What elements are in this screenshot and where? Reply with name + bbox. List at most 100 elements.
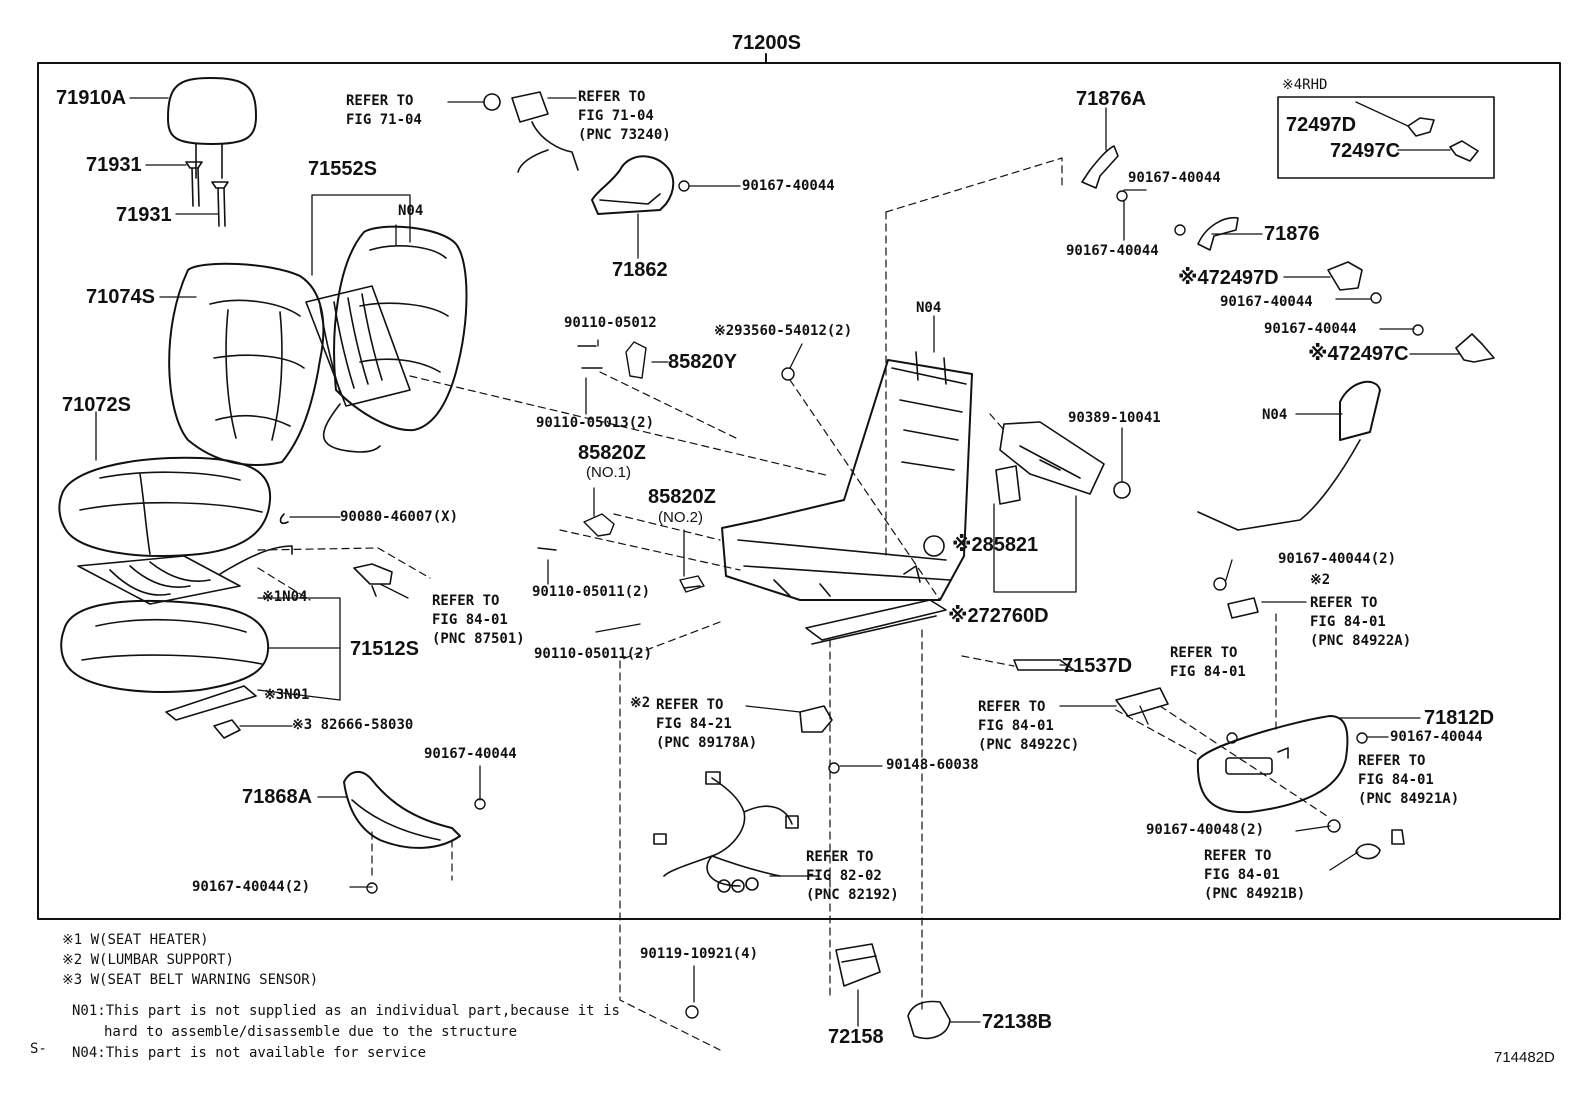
part-71812d[interactable]: 71812D: [1424, 707, 1495, 729]
part-90167-40044-f[interactable]: 90167-40044: [1220, 294, 1313, 310]
part-72497d-rhd[interactable]: 72497D: [1286, 114, 1357, 136]
part-90167-40044-g[interactable]: 90167-40044: [1264, 321, 1357, 337]
part-71512s[interactable]: 71512S: [350, 638, 419, 660]
part-71931-b[interactable]: 71931: [116, 204, 172, 226]
diagram-code: 714482D: [1494, 1049, 1555, 1066]
refer-fig-84-01-87501[interactable]: REFER TO FIG 84-01 (PNC 87501): [432, 593, 525, 647]
mark-2-b: ※2: [630, 695, 651, 711]
refer-fig-84-21[interactable]: REFER TO FIG 84-21 (PNC 89178A): [656, 697, 758, 751]
dashed-guides: [257, 157, 1331, 1051]
leader-lines: [95, 97, 1461, 1027]
part-90167-40044-d[interactable]: 90167-40044: [1128, 170, 1221, 186]
part-90110-05012[interactable]: 90110-05012: [564, 315, 657, 331]
refer-fig-84-01-84921b[interactable]: REFER TO FIG 84-01 (PNC 84921B): [1204, 848, 1306, 902]
part-90167-40044-e[interactable]: 90167-40044: [1066, 243, 1159, 259]
refer-fig-71-04-b[interactable]: REFER TO FIG 71-04 (PNC 73240): [578, 89, 671, 143]
belt-buckle-drawing: [511, 91, 579, 173]
part-72158[interactable]: 72158: [828, 1026, 884, 1048]
footnote-n01-cont: hard to assemble/disassemble due to the …: [104, 1024, 518, 1040]
part-85820z-no1[interactable]: 85820Z: [578, 442, 646, 464]
recliner-cover-71862-drawing: [591, 155, 675, 215]
note-n04-frame: N04: [916, 300, 942, 316]
belt-sensor-drawing: [165, 685, 257, 739]
knob-drawing: [1355, 829, 1405, 860]
part-72760d[interactable]: ※272760D: [948, 605, 1049, 627]
refer-fig-84-01-84922c[interactable]: REFER TO FIG 84-01 (PNC 84922C): [978, 699, 1080, 753]
refer-fig-71-04-a[interactable]: REFER TO FIG 71-04: [346, 93, 422, 128]
headrest-drawing: [167, 77, 257, 179]
part-72138b[interactable]: 72138B: [982, 1011, 1053, 1033]
grommet-90389-drawing: [1113, 481, 1131, 499]
part-90167-40044-c[interactable]: 90167-40044: [742, 178, 835, 194]
part-90167-40044-h[interactable]: 90167-40044(2): [1278, 551, 1397, 567]
side-airbag-drawing: [1197, 381, 1381, 531]
part-90080-46007[interactable]: 90080-46007(X): [340, 509, 459, 525]
part-90110-05011-a[interactable]: 90110-05011(2): [532, 584, 651, 600]
part-72497d-4[interactable]: ※472497D: [1178, 267, 1279, 289]
seatback-pad-drawing: [333, 225, 468, 432]
part-82666-58030[interactable]: ※3 82666-58030: [292, 717, 414, 733]
footnote-n01: N01:This part is not supplied as an indi…: [72, 1003, 620, 1019]
part-71862[interactable]: 71862: [612, 259, 668, 281]
refer-fig-84-01[interactable]: REFER TO FIG 84-01: [1170, 645, 1246, 680]
part-71931-a[interactable]: 71931: [86, 154, 142, 176]
part-71072s[interactable]: 71072S: [62, 394, 131, 416]
headrest-guide-drawing: [185, 161, 229, 227]
cushion-cover-drawing: [58, 456, 272, 557]
refer-fig-84-01-84922a[interactable]: REFER TO FIG 84-01 (PNC 84922A): [1310, 595, 1412, 649]
part-72497c-rhd[interactable]: 72497C: [1330, 140, 1401, 162]
part-71876a[interactable]: 71876A: [1076, 88, 1147, 110]
part-90167-40044-i[interactable]: 90167-40044: [1390, 729, 1483, 745]
bracket-71876a-drawing: [1081, 145, 1119, 189]
part-90148-60038[interactable]: 90148-60038: [886, 757, 979, 773]
footnote-3: ※3 W(SEAT BELT WARNING SENSOR): [62, 972, 319, 988]
cushion-pad-drawing: [60, 599, 270, 693]
part-71868a[interactable]: 71868A: [242, 786, 313, 808]
part-71552s[interactable]: 71552S: [308, 158, 377, 180]
part-90110-05013[interactable]: 90110-05013(2): [536, 415, 655, 431]
bracket-72497d-rhd-drawing: [1407, 117, 1435, 137]
mark-2: ※2: [1310, 572, 1331, 588]
part-71537d[interactable]: 71537D: [1062, 655, 1133, 677]
seatback-heater-drawing: [305, 285, 411, 453]
label-no1: (NO.1): [586, 464, 631, 481]
footnote-1: ※1 W(SEAT HEATER): [62, 932, 209, 948]
part-85821[interactable]: ※285821: [952, 534, 1039, 556]
seatback-cover-drawing: [168, 262, 325, 467]
part-71910a[interactable]: 71910A: [56, 87, 127, 109]
part-90110-05011-b[interactable]: 90110-05011(2): [534, 646, 653, 662]
side-cover-71812d-drawing: [1196, 715, 1349, 814]
note-n04-seatback: N04: [398, 203, 424, 219]
part-293560-54012[interactable]: ※293560-54012(2): [714, 323, 853, 339]
footnote-n04: N04:This part is not available for servi…: [72, 1045, 427, 1061]
footnote-2: ※2 W(LUMBAR SUPPORT): [62, 952, 234, 968]
part-85820y[interactable]: 85820Y: [668, 351, 737, 373]
switch-84922a-drawing: [1227, 597, 1259, 619]
note-n04-side: N04: [1262, 407, 1288, 423]
part-90119-10921[interactable]: 90119-10921(4): [640, 946, 759, 962]
part-72497c-4[interactable]: ※472497C: [1308, 343, 1409, 365]
part-71876[interactable]: 71876: [1264, 223, 1320, 245]
assembly-frame: [37, 62, 1561, 920]
part-90167-40044-a[interactable]: 90167-40044: [424, 746, 517, 762]
part-90389-10041[interactable]: 90389-10041: [1068, 410, 1161, 426]
lumbar-motor-drawing: [995, 465, 1021, 505]
wire-harness-drawing: [653, 771, 799, 893]
assembly-number: 71200S: [732, 32, 801, 54]
refer-fig-82-02[interactable]: REFER TO FIG 82-02 (PNC 82192): [806, 849, 899, 903]
cover-72158-drawing: [835, 943, 881, 987]
bracket-72497c-rhd-drawing: [1449, 140, 1479, 162]
part-90167-40044-b[interactable]: 90167-40044(2): [192, 879, 311, 895]
part-85820z-no2[interactable]: 85820Z: [648, 486, 716, 508]
sensor-89178a-drawing: [799, 705, 833, 733]
part-90167-40048[interactable]: 90167-40048(2): [1146, 822, 1265, 838]
shield-71868a-drawing: [343, 771, 461, 849]
cushion-heater-drawing: [77, 545, 293, 605]
refer-fig-84-01-84921a[interactable]: REFER TO FIG 84-01 (PNC 84921A): [1358, 753, 1460, 807]
label-no2: (NO.2): [658, 509, 703, 526]
note-3-n01: ※3N01: [264, 687, 310, 703]
part-71074s[interactable]: 71074S: [86, 286, 155, 308]
bracket-72497c-drawing: [1455, 333, 1495, 363]
